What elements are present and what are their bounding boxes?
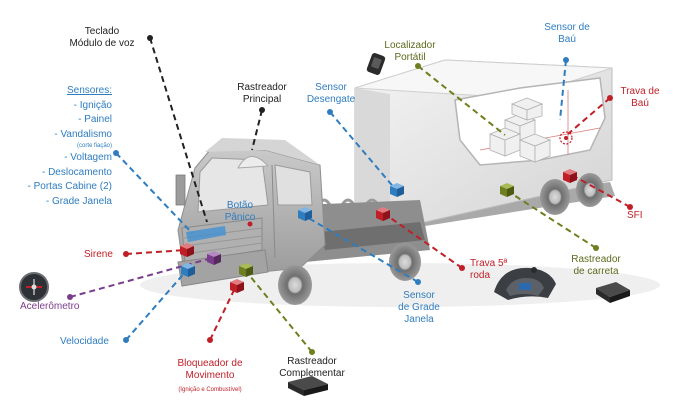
label-bloqueador-movimento: Bloqueador de Movimento (Ignição e Combu… [160,358,260,394]
label-acelerometro: Acelerômetro [20,301,80,312]
label-velocidade: Velocidade [60,336,109,347]
sensor-desengate-cube [390,183,404,197]
panel-sensor-highlight [186,226,226,242]
main-tracker-antenna [237,156,270,169]
fifth-wheel [320,222,425,250]
sfi-cube [563,169,577,183]
label-localizador-portatil: Localizador Portátil [384,40,436,63]
acelerometro-cube [207,251,221,265]
truck-cab [175,138,326,287]
trava-bau-lock-ring [559,131,573,145]
bloqueador-cube [230,279,244,293]
label-botao-panico: Botão Pânico [224,200,256,223]
endpoint-dots [67,35,633,355]
trailer-tracker-device [596,282,630,303]
sirene-cube [180,243,194,257]
fifth-wheel-lock-device [494,267,556,300]
label-teclado: Teclado Módulo de voz [69,26,135,49]
truck-wheels [278,243,421,305]
sensor-item-vandalismo-note: (corte fiação) [76,143,112,149]
rastreador-complementar-cube [239,263,253,277]
sensor-item-deslocamento: - Deslocamento [41,166,112,178]
cargo-boxes [488,97,552,163]
sensor-item-grade-janela: - Grade Janela [45,195,112,207]
device-cubes [180,169,577,293]
panic-button-dot [247,221,253,227]
sensor-item-painel: - Painel [78,114,112,125]
rastreador-carreta-cube [500,183,514,197]
label-rastreador-complementar: Rastreador Complementar [279,356,345,379]
sensores-list: Sensores: - Ignição - Painel - Vandalism… [8,84,112,209]
label-rastreador-principal: Rastreador Principal [237,82,287,105]
label-sensor-grade-janela: Sensor de Grade Janela [398,290,440,325]
sensores-title: Sensores: [66,85,112,96]
label-sirene: Sirene [84,249,113,260]
velocidade-cube [181,263,195,277]
sensor-item-voltagem: - Voltagem [64,152,112,163]
sensor-item-portas-cabine: - Portas Cabine (2) [27,181,112,192]
label-bloqueador-note: (Ignição e Combustível) [178,387,242,393]
accelerometer-device [19,272,49,302]
label-trava-5a-roda: Trava 5ª roda [470,258,508,281]
label-sfi: SFI [627,210,643,221]
label-sensor-bau: Sensor de Baú [544,22,590,45]
portable-locator-device [366,53,386,75]
label-rastreador-carreta: Rastreador de carreta [571,254,621,277]
complementary-tracker-device [288,376,328,396]
grade-janela-cube [298,207,312,221]
sensor-item-vandalismo: - Vandalismo [54,128,112,140]
sensor-item-ignicao: - Ignição [73,99,112,111]
label-sensor-desengate: Sensor Desengate [306,82,356,105]
label-trava-bau: Trava de Baú [620,86,660,109]
trava-5a-cube [376,207,390,221]
